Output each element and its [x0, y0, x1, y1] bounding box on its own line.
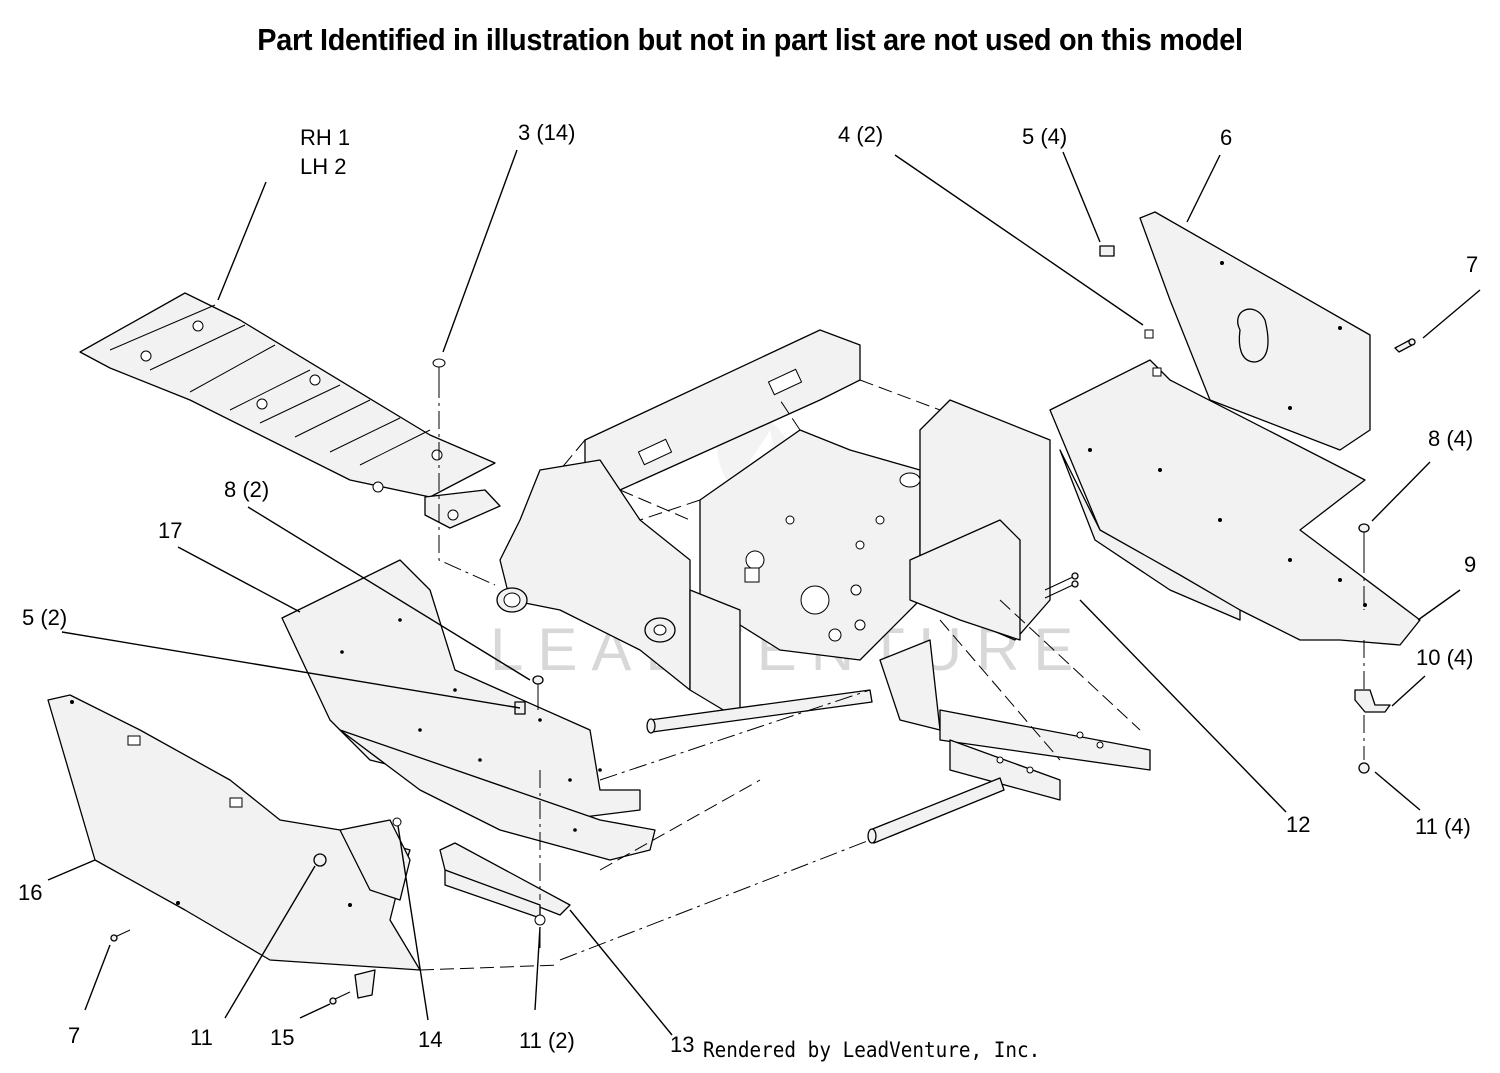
callout-17: 17 — [158, 518, 182, 543]
callout-labels: RH 1 LH 2 3 (14) 4 (2) 5 (4) 6 7 8 (4) 9… — [18, 120, 1478, 1057]
carriage-bolt-part — [432, 358, 496, 586]
side-rails-part — [939, 599, 1151, 801]
footrest-mat-part — [79, 292, 501, 529]
callout-16: 16 — [18, 880, 42, 905]
callout-11-right: 11 (4) — [1415, 814, 1471, 839]
main-frame-part — [496, 329, 1051, 731]
callout-rh1: RH 1 — [300, 125, 350, 150]
callout-8-right: 8 (4) — [1428, 426, 1473, 451]
rear-skirt-part — [1049, 329, 1421, 646]
callout-3: 3 (14) — [518, 120, 575, 145]
credit-text: Rendered by LeadVenture, Inc. — [703, 1038, 1041, 1062]
callout-15: 15 — [270, 1025, 294, 1050]
bracket-part — [439, 770, 571, 926]
axle-tube-parts — [559, 689, 1005, 961]
callout-7-right: 7 — [1466, 252, 1478, 277]
callout-9: 9 — [1464, 552, 1476, 577]
callout-8-left: 8 (2) — [224, 477, 269, 502]
callout-11-left: 11 — [190, 1025, 213, 1050]
callout-4: 4 (2) — [838, 122, 883, 147]
callout-6: 6 — [1220, 125, 1232, 150]
callout-10: 10 (4) — [1416, 645, 1473, 670]
callout-14: 14 — [418, 1027, 442, 1052]
callout-13: 13 — [670, 1032, 694, 1057]
left-side-plate-part — [281, 559, 656, 861]
callout-11-center: 11 (2) — [519, 1028, 575, 1053]
leader-lines — [47, 149, 1481, 1036]
callout-5-left: 5 (2) — [22, 605, 67, 630]
callout-7-left: 7 — [68, 1023, 80, 1048]
callout-5-top: 5 (4) — [1022, 124, 1067, 149]
callout-lh2: LH 2 — [300, 154, 346, 179]
page-title: Part Identified in illustration but not … — [257, 22, 1243, 57]
callout-12: 12 — [1286, 812, 1310, 837]
rear-cover-plate-part — [1139, 211, 1371, 451]
